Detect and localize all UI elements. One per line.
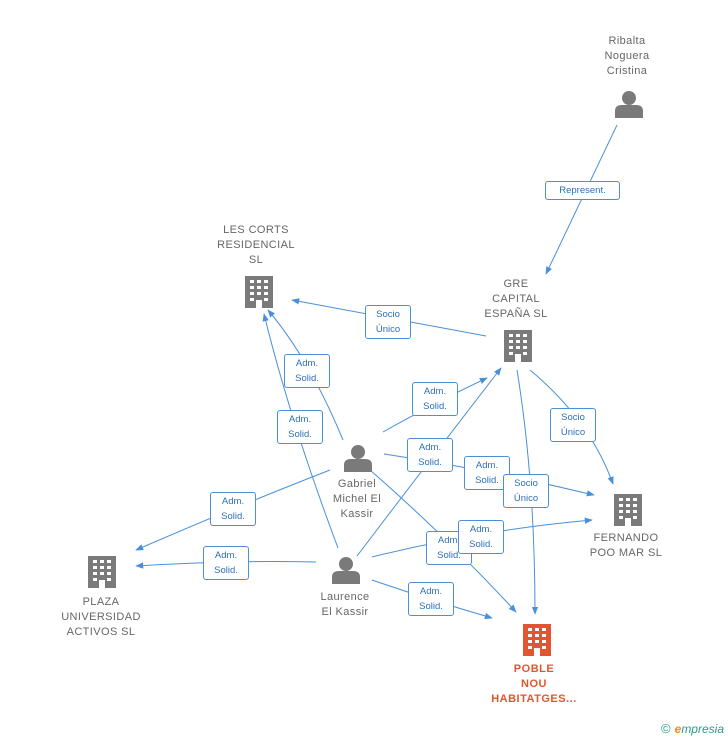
edge-label-adm-solid: Adm. Solid. [408,582,454,616]
person-icon [344,445,372,472]
person-icon [615,91,643,118]
edge-label-adm-solid: Adm. Solid. [203,546,249,580]
building-icon [504,330,532,362]
edge-label-adm-solid: Adm. Solid. [277,410,323,444]
node-label-ribalta[interactable]: Ribalta Noguera Cristina [604,35,650,77]
edge-label-adm-solid: Adm. Solid. [464,456,510,490]
brand-logo-text: mpresia [681,722,724,736]
node-label-lescorts[interactable]: LES CORTS RESIDENCIAL SL [217,224,295,266]
brand-credit: ©empresia [661,721,724,736]
node-label-gre[interactable]: GRE CAPITAL ESPAÑA SL [484,278,548,320]
edge-label-adm-solid: Adm. Solid. [407,438,453,472]
edge-label-adm-solid: Adm. Solid. [210,492,256,526]
edge-label-represent: Represent. [545,181,620,200]
node-label-poble[interactable]: POBLE NOU HABITATGES... [491,663,577,705]
brand-logo-initial: e [674,722,682,736]
node-label-fernando[interactable]: FERNANDO POO MAR SL [589,532,663,559]
person-icon [332,557,360,584]
building-icon [88,556,116,588]
node-label-plaza[interactable]: PLAZA UNIVERSIDAD ACTIVOS SL [61,596,141,638]
building-icon [245,276,273,308]
edge-label-socio-unico: Socio Único [503,474,549,508]
copyright-icon: © [661,721,671,736]
edge-label-adm-solid: Adm. Solid. [412,382,458,416]
building-icon [614,494,642,526]
edge-label-socio-unico: Socio Único [365,305,411,339]
edge-label-adm-solid: Adm. Solid. [458,520,504,554]
building-icon-main [523,624,551,656]
edge-label-adm-solid: Adm. Solid. [284,354,330,388]
edge-label-socio-unico: Socio Único [550,408,596,442]
node-label-laurence[interactable]: Laurence El Kassir [320,591,370,618]
node-label-gabriel[interactable]: Gabriel Michel El Kassir [332,478,382,520]
